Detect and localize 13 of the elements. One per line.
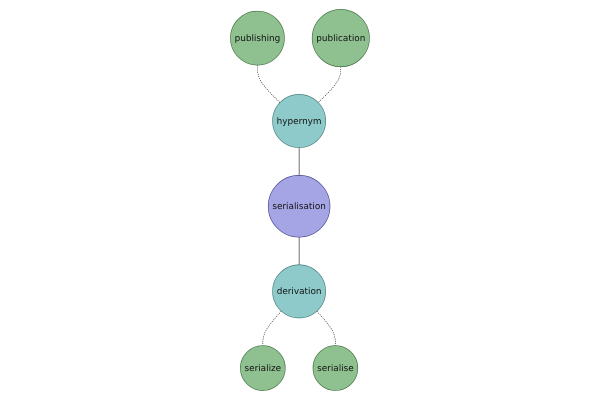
connector	[298, 147, 300, 176]
node-circle: publishing	[230, 10, 285, 66]
connector	[298, 236, 300, 266]
connector	[316, 310, 336, 346]
node-circle: derivation	[272, 264, 326, 318]
node-circle: serialize	[240, 345, 286, 391]
connector	[262, 310, 282, 346]
connector	[318, 66, 342, 103]
node-circle: hypernym	[272, 94, 326, 148]
node-circle: serialise	[312, 345, 358, 391]
node-circle: serialisation	[268, 175, 330, 238]
node-circle: publication	[312, 9, 370, 68]
connector	[257, 64, 280, 103]
